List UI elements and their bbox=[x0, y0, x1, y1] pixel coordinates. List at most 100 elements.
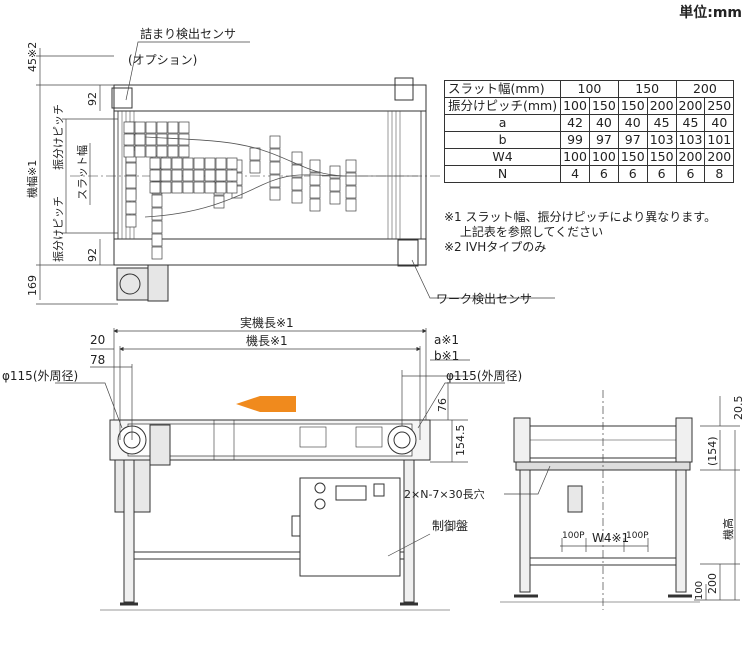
cell: 101 bbox=[704, 131, 735, 149]
row-label: b bbox=[443, 131, 562, 149]
cell: 8 bbox=[704, 165, 735, 183]
slat-shoe bbox=[249, 160, 261, 174]
slat-shoe bbox=[145, 121, 157, 134]
slat-shoe bbox=[345, 185, 357, 199]
slat-shoe bbox=[329, 191, 341, 205]
slat-shoe bbox=[226, 169, 238, 182]
dim-154-5: 154.5 bbox=[454, 425, 467, 457]
slat-shoe bbox=[345, 172, 357, 186]
pitch-value: 150 bbox=[617, 97, 648, 115]
cell: 40 bbox=[588, 114, 619, 132]
b-mark: b※1 bbox=[434, 349, 459, 363]
a-mark: a※1 bbox=[434, 333, 459, 347]
cell: 150 bbox=[646, 148, 677, 166]
front-view bbox=[100, 419, 450, 611]
cell: 100 bbox=[560, 148, 590, 166]
cell: 97 bbox=[617, 131, 648, 149]
pitch-100-left: 100P bbox=[562, 531, 585, 541]
slat-shoe bbox=[151, 220, 163, 234]
slat-shoe bbox=[171, 169, 183, 182]
pitch-100-right: 100P bbox=[626, 531, 649, 541]
header-value: 150 bbox=[617, 80, 677, 98]
control-panel-label: 制御盤 bbox=[432, 518, 468, 533]
sort-path-lines bbox=[144, 136, 418, 218]
table-row: 振分けピッチ(mm) 100 150 150 200 200 250 bbox=[443, 97, 735, 115]
cell: 100 bbox=[588, 148, 619, 166]
slat-shoe bbox=[125, 201, 137, 215]
cell: 200 bbox=[675, 148, 706, 166]
slat-shoe bbox=[125, 175, 137, 189]
slat-shoe bbox=[171, 181, 183, 194]
slat-shoe bbox=[291, 190, 303, 204]
slat-shoe bbox=[134, 121, 146, 134]
actual-length-label: 実機長※1 bbox=[240, 315, 294, 330]
slat-shoe bbox=[291, 164, 303, 178]
machine-width-label: 機幅※1 bbox=[25, 160, 39, 198]
cell: 4 bbox=[560, 165, 590, 183]
dim-20: 20 bbox=[90, 333, 105, 347]
cell: 40 bbox=[704, 114, 735, 132]
slot-hole-label: 2×N-7×30長穴 bbox=[404, 487, 485, 501]
header-value: 100 bbox=[560, 80, 619, 98]
header-label: スラット幅(mm) bbox=[443, 80, 562, 98]
slat-shoe bbox=[204, 169, 216, 182]
cell: 97 bbox=[588, 131, 619, 149]
direction-arrow bbox=[236, 396, 296, 412]
dim-200: 200 bbox=[706, 573, 719, 594]
slat-shoe bbox=[249, 147, 261, 161]
dim-78: 78 bbox=[90, 353, 105, 367]
notes: ※1 スラット幅、振分けピッチにより異なります。 上記表を参照してください ※2… bbox=[444, 210, 716, 255]
slat-shoe bbox=[182, 157, 194, 170]
table-row: W4 100 100 150 150 200 200 bbox=[443, 148, 735, 166]
slat-shoe bbox=[193, 157, 205, 170]
slat-width-label: スラット幅 bbox=[76, 145, 89, 200]
slat-shoe bbox=[309, 159, 321, 173]
pitch-value: 150 bbox=[588, 97, 619, 115]
cell: 103 bbox=[646, 131, 677, 149]
slat-shoe bbox=[204, 181, 216, 194]
w4-label: W4※1 bbox=[592, 531, 629, 545]
dim-169: 169 bbox=[26, 275, 39, 296]
slat-shoe bbox=[178, 145, 190, 158]
side-view bbox=[500, 417, 700, 603]
slat-shoe bbox=[269, 187, 281, 201]
cell: 42 bbox=[560, 114, 590, 132]
slat-shoe bbox=[269, 161, 281, 175]
top-view bbox=[70, 77, 440, 302]
note-line: 上記表を参照してください bbox=[444, 225, 604, 239]
slat-shoe bbox=[125, 188, 137, 202]
machine-length-label: 機長※1 bbox=[246, 333, 288, 348]
control-panel bbox=[299, 477, 401, 577]
jam-sensor-box bbox=[111, 87, 133, 109]
slat-shoe bbox=[309, 185, 321, 199]
pitch-value: 200 bbox=[646, 97, 677, 115]
slat-shoe bbox=[149, 181, 161, 194]
cell: 150 bbox=[617, 148, 648, 166]
dim-92-bottom: 92 bbox=[86, 248, 99, 262]
cell: 40 bbox=[617, 114, 648, 132]
slat-shoe bbox=[193, 181, 205, 194]
jam-sensor-label: 詰まり検出センサ bbox=[140, 26, 236, 41]
dim-154-paren: (154) bbox=[706, 436, 719, 466]
pitch-value: 250 bbox=[704, 97, 735, 115]
machine-height-label: 機高 bbox=[721, 518, 735, 540]
slat-shoe bbox=[226, 157, 238, 170]
slat-shoe bbox=[151, 207, 163, 221]
slat-shoe bbox=[149, 169, 161, 182]
slat-shoe bbox=[269, 135, 281, 149]
note-line: ※2 IVHタイプのみ bbox=[444, 240, 547, 254]
slat-shoe bbox=[215, 181, 227, 194]
slat-shoe bbox=[309, 198, 321, 212]
dim-76: 76 bbox=[436, 398, 449, 412]
slat-shoe bbox=[171, 157, 183, 170]
dim-92-top: 92 bbox=[86, 92, 99, 106]
slat-shoe bbox=[160, 181, 172, 194]
pitch-label: 振分けピッチ(mm) bbox=[443, 97, 562, 115]
dim-20-5: 20.5 bbox=[732, 396, 745, 421]
slat-shoe bbox=[125, 214, 137, 228]
cell: 103 bbox=[675, 131, 706, 149]
drive-motor bbox=[116, 264, 169, 302]
slat-shoe bbox=[178, 121, 190, 134]
spec-table: スラット幅(mm) 100 150 200 振分けピッチ(mm) 100 150… bbox=[443, 80, 735, 183]
side-sensor bbox=[567, 485, 583, 513]
